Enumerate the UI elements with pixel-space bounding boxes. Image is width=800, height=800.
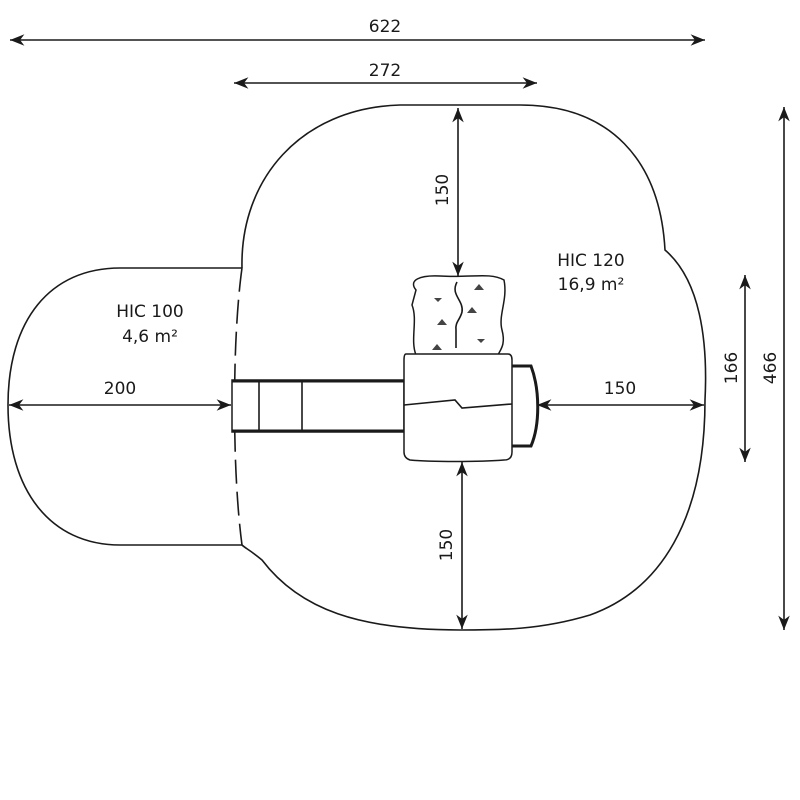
platform <box>403 353 513 463</box>
label-top-clearance: 150 <box>433 174 453 206</box>
main-safety-zone <box>241 104 707 631</box>
label-right-clearance: 150 <box>604 379 636 399</box>
label-left-clearance: 200 <box>104 379 136 399</box>
label-bottom-clearance: 150 <box>437 529 457 561</box>
slide-safety-zone <box>7 267 242 546</box>
play-equipment <box>231 274 540 463</box>
climbing-holds <box>432 284 485 350</box>
label-equipment-depth: 166 <box>722 352 742 384</box>
climbing-wall <box>411 274 506 356</box>
step <box>512 364 540 448</box>
main-zone-hic: HIC 120 <box>557 251 625 271</box>
main-zone-area: 16,9 m² <box>558 275 625 295</box>
slide-zone-hic: HIC 100 <box>116 302 184 322</box>
climbing-rope <box>454 281 463 348</box>
label-total-depth: 466 <box>761 352 781 384</box>
label-total-width: 622 <box>369 17 401 37</box>
label-equipment-width: 272 <box>369 61 401 81</box>
slide <box>231 379 405 433</box>
slide-zone-area: 4,6 m² <box>122 327 178 347</box>
